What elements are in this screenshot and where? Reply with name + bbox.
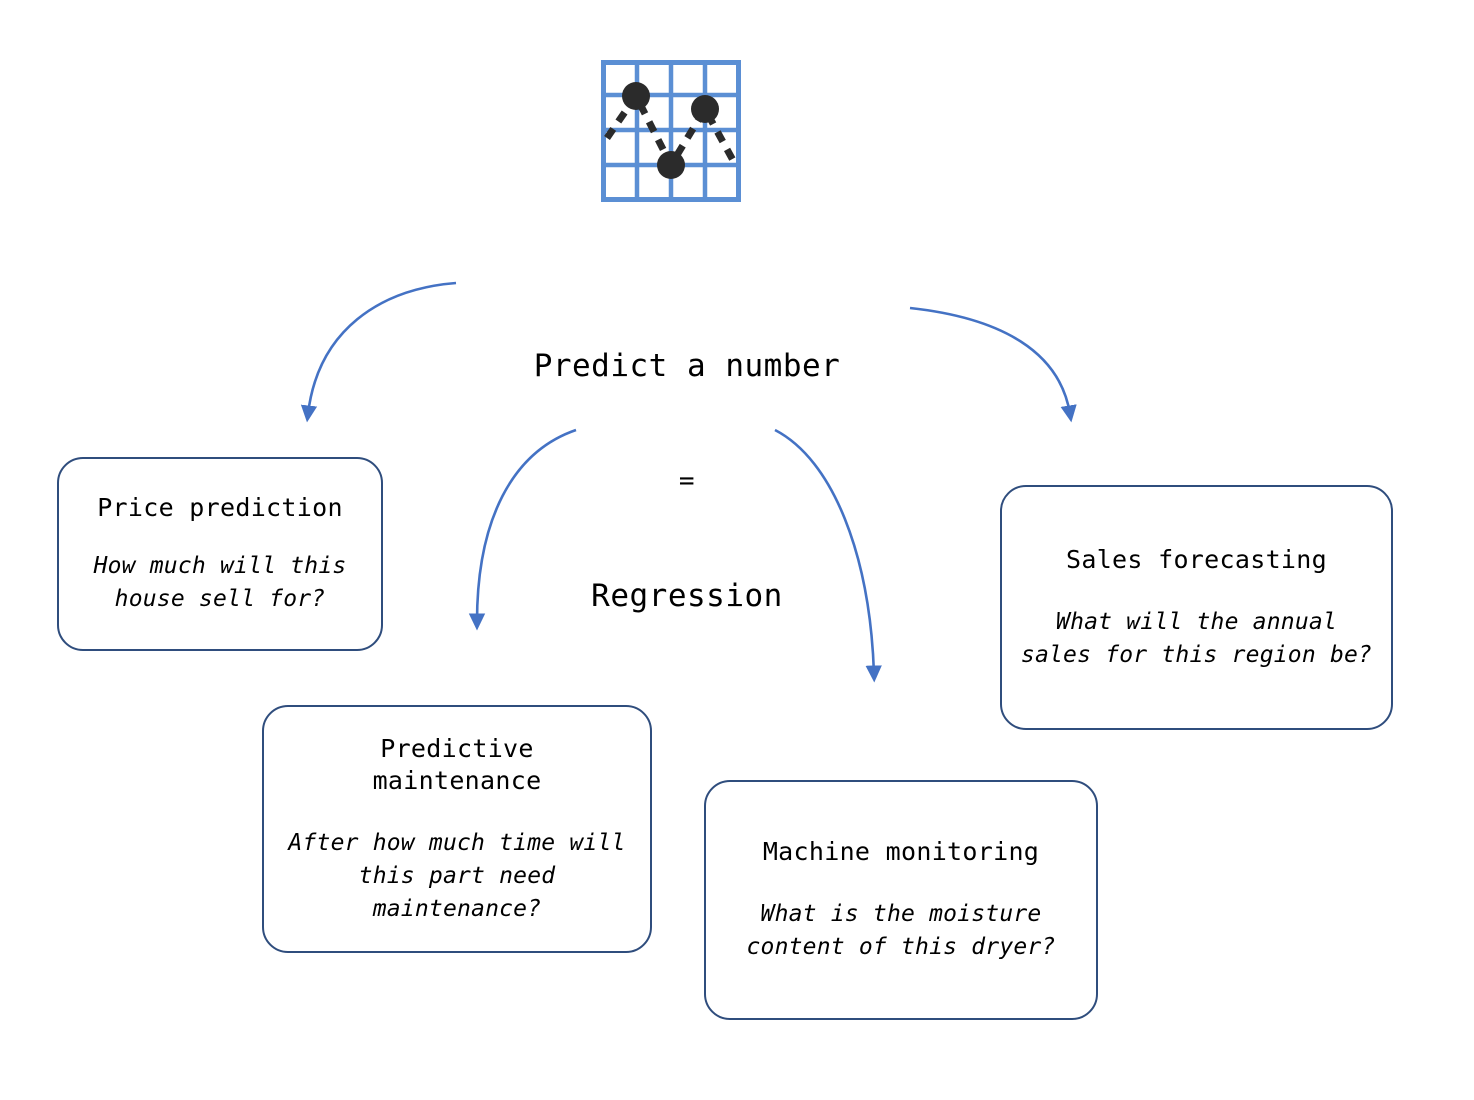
center-title-line-3: Regression: [591, 578, 783, 614]
use-case-title: Predictive maintenance: [372, 733, 542, 795]
use-case-box-price-prediction[interactable]: Price prediction How much will this hous…: [57, 457, 383, 651]
center-title-equals: =: [678, 466, 696, 496]
use-case-title: Machine monitoring: [762, 837, 1040, 866]
use-case-question: How much will this house sell for?: [93, 553, 347, 612]
use-case-title: Price prediction: [97, 493, 343, 522]
center-title: Predict a number = Regression: [437, 266, 937, 696]
use-case-box-predictive-maintenance[interactable]: Predictive maintenance After how much ti…: [262, 705, 652, 953]
use-case-question: After how much time will this part need …: [288, 829, 626, 922]
center-title-line-1: Predict a number: [533, 348, 841, 384]
use-case-box-machine-monitoring[interactable]: Machine monitoring What is the moisture …: [704, 780, 1098, 1020]
use-case-title: Sales forecasting: [1066, 544, 1327, 574]
use-case-question: What will the annual sales for this regi…: [1020, 608, 1373, 668]
arrow-to-price-prediction: [300, 281, 457, 423]
use-case-question: What is the moisture content of this dry…: [746, 901, 1056, 960]
use-case-box-sales-forecasting[interactable]: Sales forecasting What will the annual s…: [1000, 485, 1393, 730]
regression-scatter-grid-icon: [601, 60, 741, 202]
